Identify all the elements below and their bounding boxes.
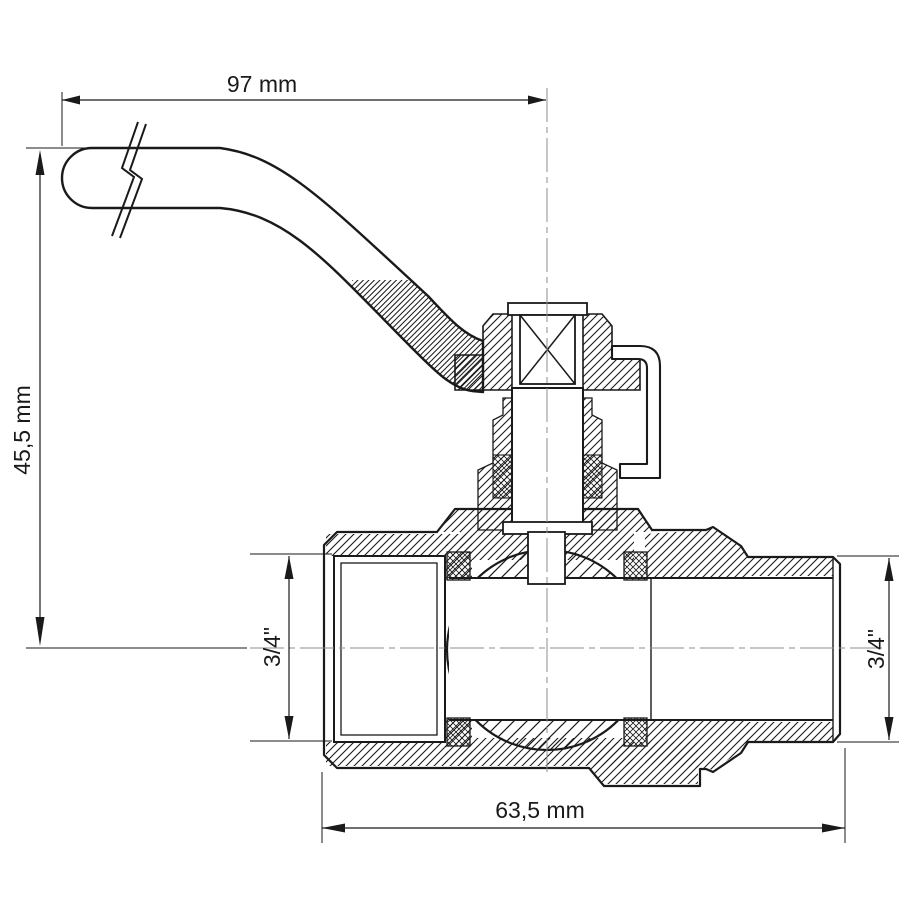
seat-bottom-right bbox=[623, 717, 648, 747]
stem-seal-right bbox=[582, 454, 603, 499]
centerlines bbox=[250, 88, 882, 772]
arrow-left bbox=[322, 823, 345, 833]
arrow-down bbox=[284, 716, 294, 739]
socket-opening bbox=[333, 555, 446, 743]
dim-label-97mm: 97 mm bbox=[227, 71, 297, 97]
arrow-down bbox=[884, 717, 894, 740]
dimension-body-length: 63,5 mm bbox=[321, 748, 846, 843]
seat-top-right bbox=[623, 551, 648, 581]
male-thread-top bbox=[747, 557, 833, 576]
handle-break-lines bbox=[111, 121, 147, 239]
dim-label-outlet: 3/4" bbox=[863, 629, 889, 669]
dim-label-45-5mm: 45,5 mm bbox=[9, 385, 35, 474]
break-line-2 bbox=[119, 123, 147, 239]
bore bbox=[449, 557, 836, 742]
male-thread-bottom bbox=[747, 722, 833, 742]
dimension-inlet-thread: 3/4" bbox=[250, 553, 332, 742]
ball-seats bbox=[446, 551, 648, 747]
female-bottom-wall bbox=[326, 742, 448, 766]
handle-retainer-clip bbox=[610, 344, 662, 480]
inlet-socket bbox=[333, 555, 446, 743]
arrow-left bbox=[62, 95, 80, 105]
transition-top bbox=[645, 528, 748, 580]
dim-label-63-5mm: 63,5 mm bbox=[495, 797, 584, 823]
bore-white bbox=[449, 578, 836, 720]
dimension-handle-length: 97 mm bbox=[61, 71, 546, 146]
seat-bottom-left bbox=[446, 717, 471, 747]
arrow-up bbox=[284, 556, 294, 579]
dimension-overall-height: 45,5 mm bbox=[9, 147, 247, 649]
transition-bottom bbox=[645, 718, 748, 770]
nut-left-section bbox=[454, 313, 513, 391]
female-top-wall bbox=[326, 534, 448, 556]
dimension-outlet-thread: 3/4" bbox=[837, 555, 899, 743]
socket-thread-line bbox=[340, 562, 438, 736]
dim-label-inlet: 3/4" bbox=[259, 627, 285, 667]
seat-top-left bbox=[446, 551, 471, 581]
arrow-down bbox=[35, 617, 45, 646]
arrow-up bbox=[35, 150, 45, 175]
break-line-1 bbox=[111, 121, 139, 237]
arrow-up bbox=[884, 558, 894, 581]
stem-seal-left bbox=[492, 454, 513, 499]
arrow-right bbox=[528, 95, 546, 105]
arrow-right bbox=[822, 823, 845, 833]
